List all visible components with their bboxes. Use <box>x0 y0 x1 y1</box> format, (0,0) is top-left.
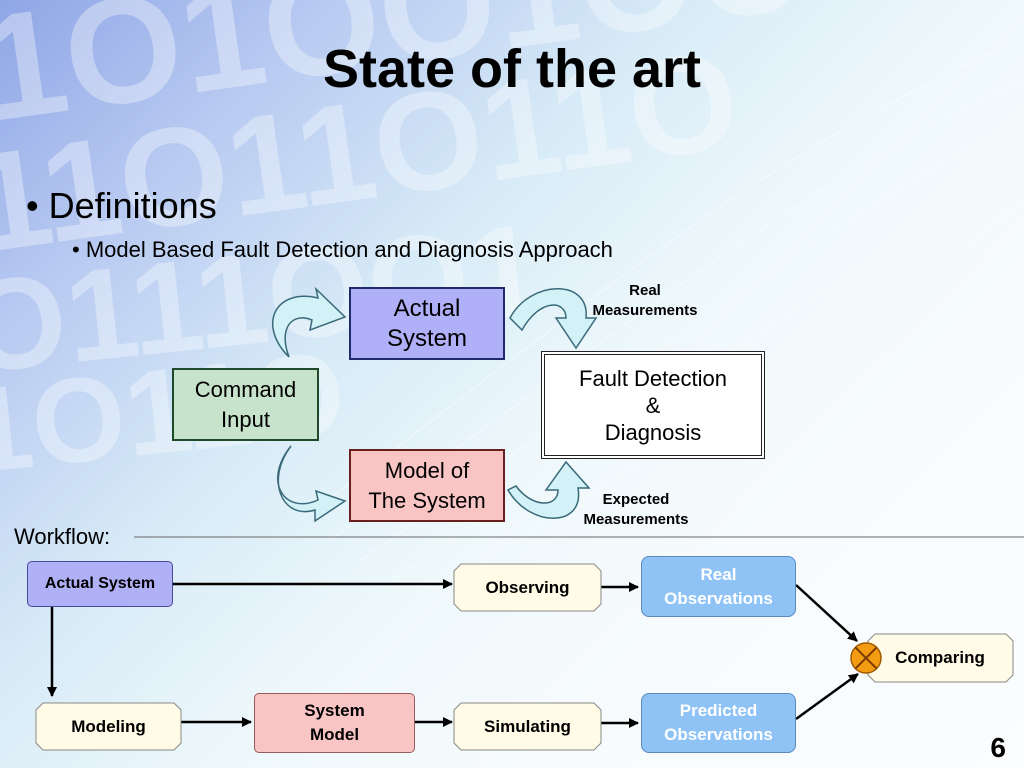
real-measurements-label: Real Measurements <box>592 282 698 319</box>
fault-detection-box: Fault Detection & Diagnosis <box>541 351 765 459</box>
shape-simulating <box>453 702 602 751</box>
bullet-definitions: • Definitions <box>26 185 217 226</box>
bullet-fdd-approach: • Model Based Fault Detection and Diagno… <box>72 237 613 262</box>
workflow-observing: Observing <box>485 577 570 597</box>
expected-measurements-label: Expected Measurements <box>583 491 689 528</box>
command-input-box: Command Input <box>172 368 319 441</box>
workflow-label: Workflow: <box>14 524 111 549</box>
workflow-system-model: System Model <box>254 693 415 753</box>
edge-real-obs-to-comparing <box>795 584 858 642</box>
workflow-simulating: Simulating <box>484 716 571 736</box>
workflow-comparing: Comparing <box>895 648 985 667</box>
arrow-command-to-model <box>277 445 347 523</box>
compare-junction-icon <box>850 642 882 674</box>
shape-observing <box>453 563 602 612</box>
workflow-real-observations: Real Observations <box>641 556 796 617</box>
actual-system-box: Actual System <box>349 287 505 360</box>
slide-title: State of the art <box>322 39 702 99</box>
arrow-actual-to-fdd <box>509 288 598 350</box>
workflow-actual-system: Actual System <box>27 561 173 607</box>
shape-modeling <box>35 702 182 751</box>
arrow-model-to-fdd <box>506 460 591 519</box>
workflow-modeling: Modeling <box>71 716 146 736</box>
workflow-predicted-observations: Predicted Observations <box>641 693 796 753</box>
model-of-system-box: Model of The System <box>349 449 505 522</box>
page-number: 6 <box>990 732 1006 763</box>
arrow-command-to-actual <box>271 286 347 358</box>
edge-predicted-to-comparing <box>795 672 859 721</box>
